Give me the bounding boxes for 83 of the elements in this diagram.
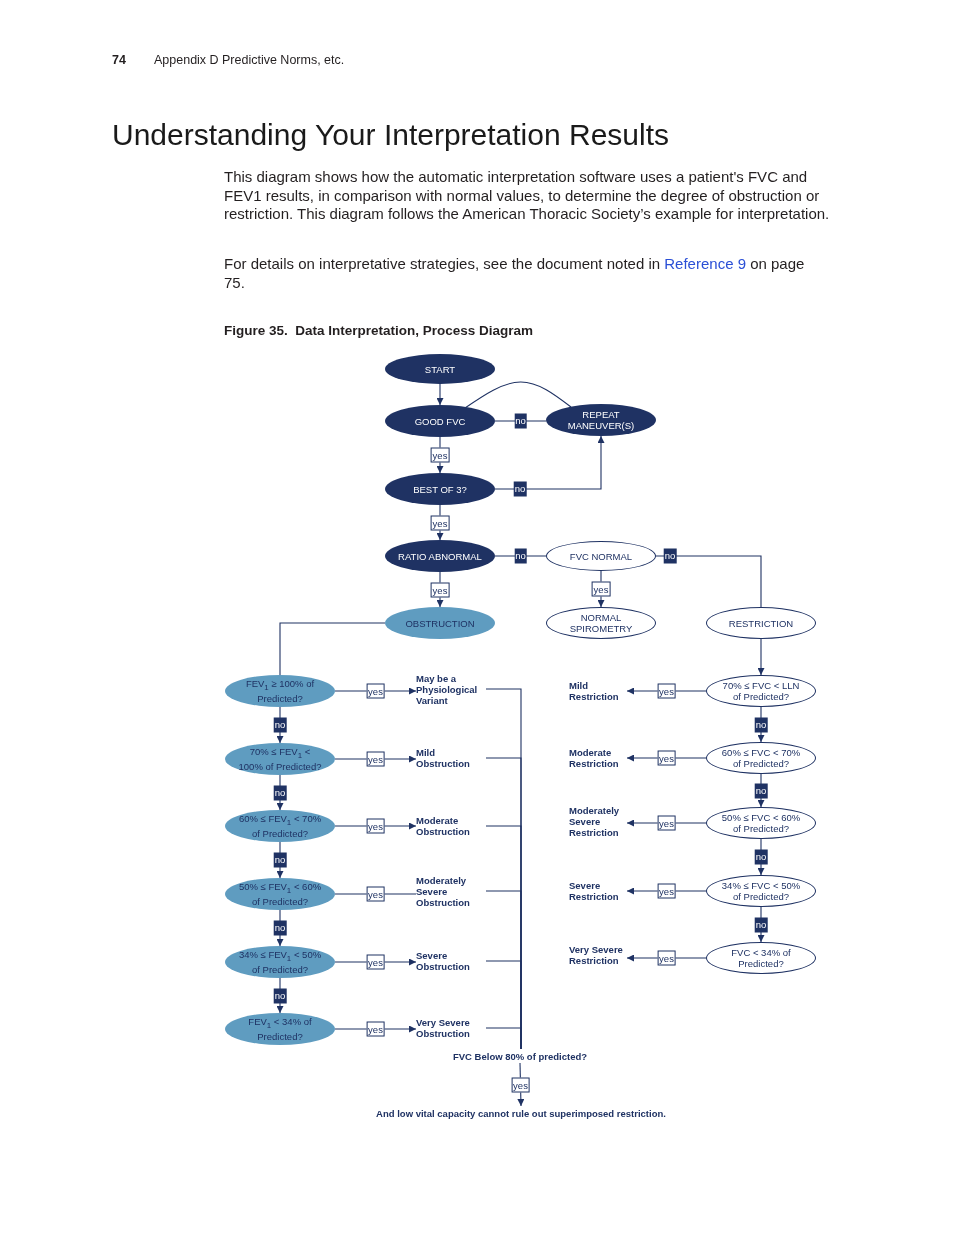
arrow bbox=[494, 435, 605, 490]
edge-label: no bbox=[273, 852, 287, 868]
figure-caption: Figure 35. Data Interpretation, Process Diagram bbox=[224, 323, 534, 338]
outcome-text: Moderately Severe Restriction bbox=[569, 803, 627, 839]
page-number: 74 bbox=[112, 53, 126, 67]
edge-label: yes bbox=[657, 883, 676, 899]
edge-label: yes bbox=[511, 1077, 530, 1092]
body-paragraph: For details on interpretative strategies, see the document noted in Reference 9 on page 75. bbox=[224, 255, 806, 293]
edge-label: no bbox=[513, 481, 527, 497]
node-label: 60% ≤ FVC < 70% of Predicted? bbox=[720, 747, 802, 769]
outcome-text: Severe Obstruction bbox=[416, 949, 486, 973]
edge-label: yes bbox=[657, 950, 676, 966]
edge-label: no bbox=[273, 988, 287, 1003]
edge-label: yes bbox=[430, 515, 450, 530]
node-label: FVC NORMAL bbox=[569, 550, 633, 562]
edge-label: yes bbox=[366, 1021, 385, 1037]
edge-label: no bbox=[514, 548, 527, 564]
edge-label: yes bbox=[366, 683, 385, 699]
running-header: Appendix D bbox=[154, 53, 219, 67]
arrow bbox=[276, 909, 284, 947]
outcome-text: FVC Below 80% of predicted? bbox=[435, 1049, 605, 1063]
edge-label: no bbox=[663, 548, 677, 564]
node-label: 70% ≤ FEV$_{1}$ < 100% of Predicted? bbox=[237, 746, 323, 772]
node-label: 50% ≤ FEV$_{1}$ < 60% of Predicted? bbox=[237, 881, 323, 907]
outcome-text: Very Severe Obstruction bbox=[416, 1016, 486, 1040]
edge-label: yes bbox=[366, 886, 385, 902]
edge-label: no bbox=[514, 413, 527, 429]
reference-link: Reference 9 bbox=[664, 255, 746, 272]
edge-label: yes bbox=[430, 582, 450, 597]
node-label: FEV$_{1}$ ≥ 100% of Predicted? bbox=[244, 678, 316, 704]
node-label: BEST OF 3? bbox=[413, 483, 467, 495]
node-label: OBSTRUCTION bbox=[405, 617, 475, 629]
arrow bbox=[436, 383, 444, 406]
arrow bbox=[757, 838, 765, 876]
outcome-text: May be a Physiological Variant bbox=[416, 671, 486, 707]
node-label: 70% ≤ FVC < LLN of Predicted? bbox=[721, 680, 801, 702]
edge-label: yes bbox=[366, 954, 385, 970]
edge-label: yes bbox=[366, 751, 385, 767]
arrow bbox=[757, 638, 765, 676]
edge-label: no bbox=[273, 717, 287, 733]
arrow bbox=[436, 504, 444, 541]
edge-label: no bbox=[273, 785, 287, 800]
arrow bbox=[276, 841, 284, 879]
node-label: FVC < 34% of Predicted? bbox=[730, 947, 792, 969]
page-title: Understanding Your Interpretation Results bbox=[112, 118, 670, 152]
outcome-text: Moderately Severe Obstruction bbox=[416, 873, 486, 909]
outcome-text: Severe Restriction bbox=[569, 879, 627, 903]
body-paragraph: This diagram shows how the automatic interpretation software uses a patient's FVC and FEV1 results, in comparison with normal values, to determine the degree of obstruction or restriction. This diagram follows the American Thoracic Society’s example for interpretation. bbox=[224, 168, 831, 224]
edge-label: yes bbox=[657, 683, 676, 699]
node-label: 60% ≤ FEV$_{1}$ < 70% of Predicted? bbox=[237, 813, 323, 839]
edge-label: yes bbox=[430, 447, 450, 463]
edge-label: yes bbox=[366, 818, 385, 834]
edge-label: no bbox=[754, 849, 768, 865]
connector-line bbox=[655, 555, 762, 608]
node-label: 50% ≤ FVC < 60% of Predicted? bbox=[720, 812, 802, 834]
edge-label: yes bbox=[591, 581, 611, 597]
node-label: 34% ≤ FEV$_{1}$ < 50% of Predicted? bbox=[237, 949, 323, 975]
node-label: FEV$_{1}$ < 34% of Predicted? bbox=[247, 1016, 313, 1042]
arrow bbox=[276, 706, 284, 744]
edge-label: no bbox=[754, 717, 768, 732]
arrow bbox=[517, 1062, 525, 1107]
outcome-text: Very Severe Restriction bbox=[569, 943, 627, 967]
outcome-text: Mild Obstruction bbox=[416, 746, 486, 770]
edge-label: yes bbox=[657, 815, 676, 831]
outcome-text: Moderate Restriction bbox=[569, 746, 627, 770]
connector-line bbox=[279, 622, 386, 676]
edge-label: yes bbox=[657, 750, 676, 766]
outcome-text: Mild Restriction bbox=[569, 679, 627, 703]
node-label: START bbox=[424, 363, 456, 375]
node-label: REPEAT MANEUVER(S) bbox=[566, 409, 636, 431]
node-label: NORMAL SPIROMETRY bbox=[568, 612, 634, 634]
node-label: 34% ≤ FVC < 50% of Predicted? bbox=[720, 880, 802, 902]
connector-line bbox=[464, 381, 572, 409]
arrow bbox=[436, 571, 444, 608]
node-label: RATIO ABNORMAL bbox=[398, 550, 482, 562]
edge-label: no bbox=[754, 783, 768, 798]
edge-label: no bbox=[273, 920, 287, 936]
node-label: GOOD FVC bbox=[414, 415, 466, 427]
running-header: Predictive Norms, etc. bbox=[222, 53, 345, 67]
node-label: RESTRICTION bbox=[728, 617, 794, 629]
outcome-text: And low vital capacity cannot rule out superimposed restriction. bbox=[356, 1106, 686, 1120]
outcome-text: Moderate Obstruction bbox=[416, 814, 486, 838]
edge-label: no bbox=[754, 917, 768, 932]
